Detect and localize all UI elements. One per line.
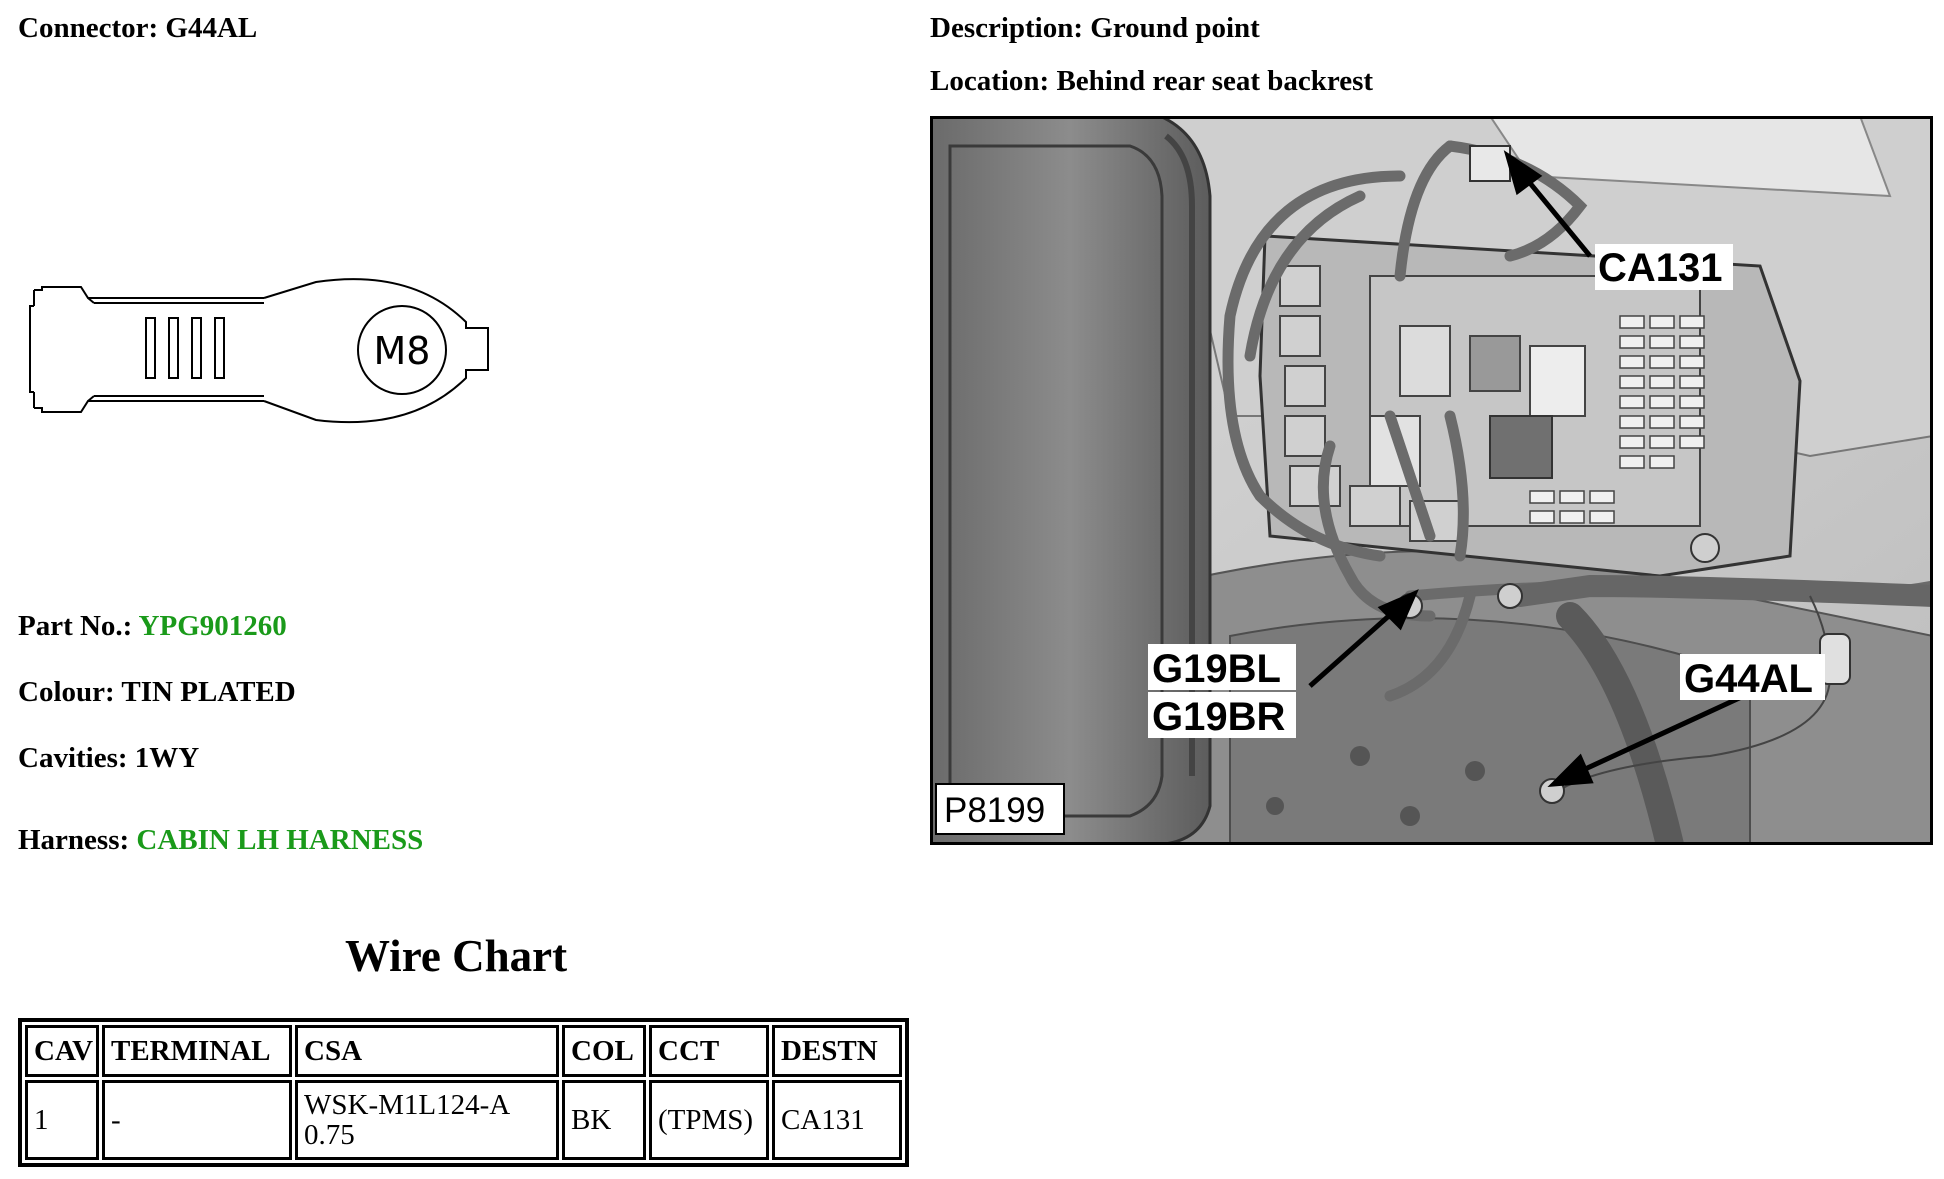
- description-line: Description: Ground point: [930, 14, 1260, 43]
- callout-g19br: G19BR: [1152, 695, 1285, 739]
- colour-label: Colour:: [18, 676, 115, 708]
- cell-csa: WSK-M1L124-A 0.75: [295, 1080, 559, 1160]
- table-header-row: CAV TERMINAL CSA COL CCT DESTN: [25, 1025, 902, 1077]
- colour-value: TIN PLATED: [121, 676, 296, 708]
- harness-link[interactable]: CABIN LH HARNESS: [136, 824, 424, 856]
- wire-chart-title: Wire Chart: [345, 931, 568, 981]
- location-photo: CA131 G19BL G19BR G44AL P8199: [930, 116, 1933, 845]
- colour-line: Colour: TIN PLATED: [18, 678, 296, 707]
- description-value: Ground point: [1090, 12, 1260, 44]
- photo-reference: P8199: [944, 791, 1045, 830]
- header-cav: CAV: [25, 1025, 99, 1077]
- connector-label: Connector:: [18, 12, 159, 44]
- cavities-value: 1WY: [134, 742, 200, 774]
- cavities-line: Cavities: 1WY: [18, 744, 199, 773]
- table-row: 1 - WSK-M1L124-A 0.75 BK (TPMS) CA131: [25, 1080, 902, 1160]
- header-col: COL: [562, 1025, 646, 1077]
- cell-cct: (TPMS): [649, 1080, 769, 1160]
- description-label: Description:: [930, 12, 1084, 44]
- header-cct: CCT: [649, 1025, 769, 1077]
- location-line: Location: Behind rear seat backrest: [930, 67, 1373, 96]
- ring-terminal-drawing: M8: [29, 278, 489, 424]
- header-csa: CSA: [295, 1025, 559, 1077]
- callout-ca131: CA131: [1598, 246, 1723, 290]
- wire-chart-table: CAV TERMINAL CSA COL CCT DESTN 1 - WSK-M…: [18, 1018, 909, 1167]
- connector-line: Connector: G44AL: [18, 14, 257, 43]
- harness-line: Harness: CABIN LH HARNESS: [18, 826, 423, 855]
- location-label: Location:: [930, 65, 1050, 97]
- part-no-link[interactable]: YPG901260: [138, 610, 287, 642]
- terminal-marking: M8: [374, 329, 431, 373]
- cavities-label: Cavities:: [18, 742, 128, 774]
- header-destn: DESTN: [772, 1025, 902, 1077]
- connector-value: G44AL: [165, 12, 258, 44]
- location-value: Behind rear seat backrest: [1056, 65, 1374, 97]
- cell-csa-spec: WSK-M1L124-A: [304, 1088, 511, 1121]
- cell-cav: 1: [25, 1080, 99, 1160]
- harness-label: Harness:: [18, 824, 130, 856]
- cell-col: BK: [562, 1080, 646, 1160]
- callout-g19bl: G19BL: [1152, 647, 1281, 691]
- callout-g44al: G44AL: [1684, 657, 1813, 701]
- part-no-line: Part No.: YPG901260: [18, 612, 287, 641]
- cell-terminal: -: [102, 1080, 292, 1160]
- cell-destn[interactable]: CA131: [772, 1080, 902, 1160]
- header-terminal: TERMINAL: [102, 1025, 292, 1077]
- cell-csa-size: 0.75: [304, 1119, 355, 1151]
- part-no-label: Part No.:: [18, 610, 133, 642]
